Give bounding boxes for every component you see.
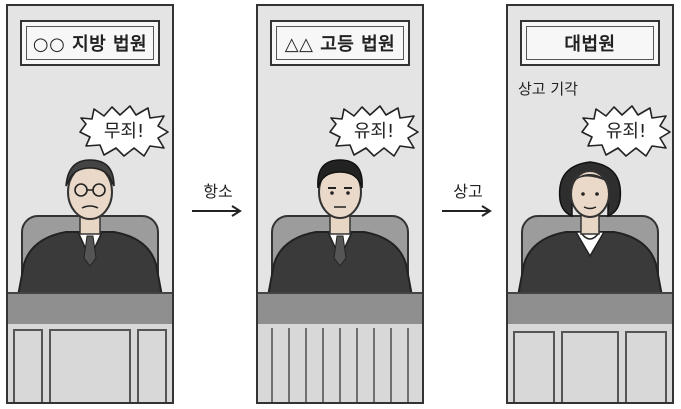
panel-high-court: △△ 고등 법원 유죄! bbox=[256, 4, 424, 404]
verdict-bubble: 무죄! bbox=[78, 104, 170, 158]
arrow-appeal: 항소 bbox=[188, 178, 248, 228]
court-name: 대법원 bbox=[526, 26, 654, 60]
bench-front bbox=[8, 324, 172, 402]
court-name: △△ 고등 법원 bbox=[276, 26, 404, 60]
court-name: ○○ 지방 법원 bbox=[26, 26, 154, 60]
arrow-label: 항소 bbox=[203, 182, 233, 201]
arrow-final-appeal: 상고 bbox=[438, 178, 498, 228]
verdict-text: 무죄! bbox=[103, 121, 145, 142]
verdict-bubble: 유죄! bbox=[328, 104, 420, 158]
judge-figure bbox=[516, 161, 664, 296]
judge-bench bbox=[258, 292, 422, 326]
court-sign: ○○ 지방 법원 bbox=[20, 20, 160, 66]
judge-bench bbox=[8, 292, 172, 326]
judge-figure bbox=[16, 159, 164, 296]
verdict-bubble: 유죄! bbox=[580, 104, 672, 158]
verdict-text: 유죄! bbox=[605, 121, 647, 142]
judge-bench bbox=[508, 292, 672, 326]
ruling-note: 상고 기각 bbox=[518, 80, 578, 98]
panel-district-court: ○○ 지방 법원 무죄! bbox=[6, 4, 174, 404]
judge-figure bbox=[266, 159, 414, 296]
bench-front bbox=[508, 324, 672, 402]
verdict-text: 유죄! bbox=[353, 121, 395, 142]
panel-supreme-court: 대법원 상고 기각 유죄! bbox=[506, 4, 674, 404]
arrow-label: 상고 bbox=[453, 182, 483, 201]
court-sign: 대법원 bbox=[520, 20, 660, 66]
court-sign: △△ 고등 법원 bbox=[270, 20, 410, 66]
bench-front bbox=[258, 324, 422, 402]
